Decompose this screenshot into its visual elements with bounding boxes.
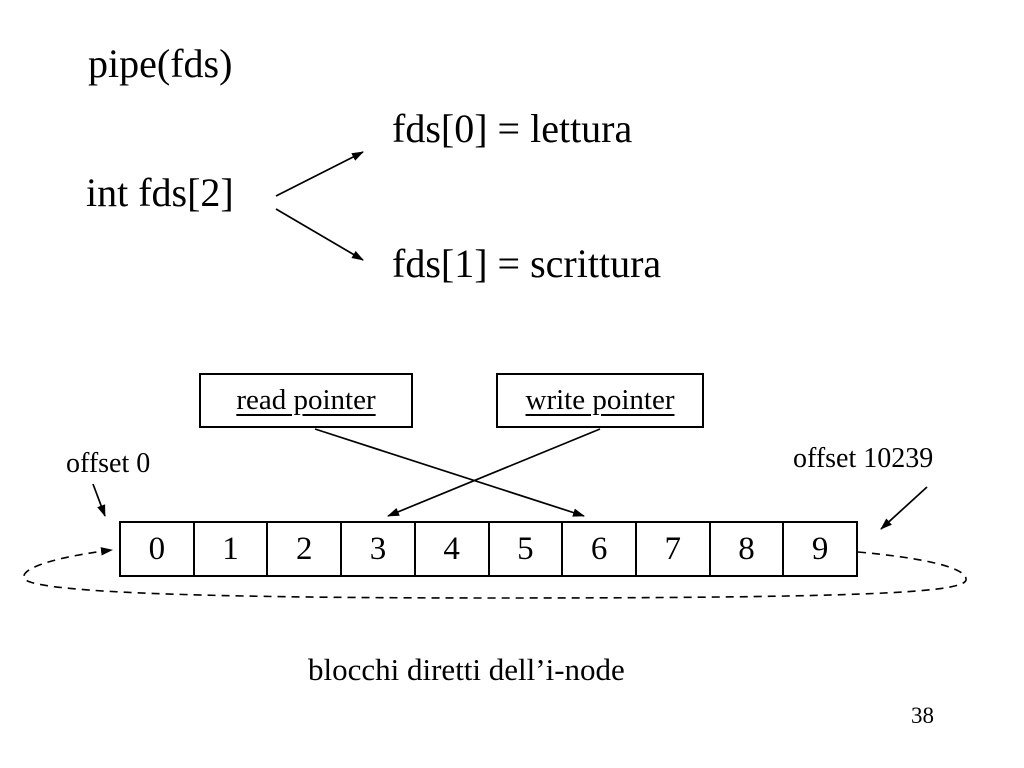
buffer-cell-8: 8 [710, 523, 785, 575]
fd-declaration-label: int fds[2] [86, 170, 234, 215]
read-pointer-label: read pointer [236, 384, 376, 416]
buffer-cell-4: 4 [415, 523, 490, 575]
buffer-cell-5: 5 [489, 523, 564, 575]
buffer-cell-1: 1 [194, 523, 269, 575]
page-number: 38 [911, 703, 934, 728]
inode-block-array: 0 1 2 3 4 5 6 7 8 9 [119, 521, 858, 577]
buffer-cell-9: 9 [784, 523, 857, 575]
write-pointer-label: write pointer [525, 384, 675, 416]
wraparound-dashed-loop [23, 547, 967, 599]
buffer-cell-2: 2 [268, 523, 343, 575]
read-pointer-box: read pointer [199, 373, 413, 428]
offset-start-arrow [92, 483, 106, 517]
fd1-write-label: fds[1] = scrittura [392, 241, 662, 286]
branch-arrow-fd1 [275, 208, 364, 261]
write-pointer-box: write pointer [496, 373, 704, 428]
buffer-cell-7: 7 [636, 523, 711, 575]
offset-start-label: offset 0 [66, 448, 151, 479]
branch-arrow-fd0 [275, 151, 364, 197]
write-pointer-arrow [387, 428, 601, 517]
pipe-call-label: pipe(fds) [88, 41, 233, 86]
buffer-cell-0: 0 [121, 523, 195, 575]
offset-end-label: offset 10239 [793, 443, 934, 474]
fd0-read-label: fds[0] = lettura [392, 106, 633, 151]
buffer-cell-6: 6 [563, 523, 637, 575]
offset-end-arrow [880, 486, 928, 530]
caption: blocchi diretti dell’i-node [308, 652, 625, 687]
buffer-cell-3: 3 [342, 523, 416, 575]
read-pointer-arrow [314, 428, 585, 517]
